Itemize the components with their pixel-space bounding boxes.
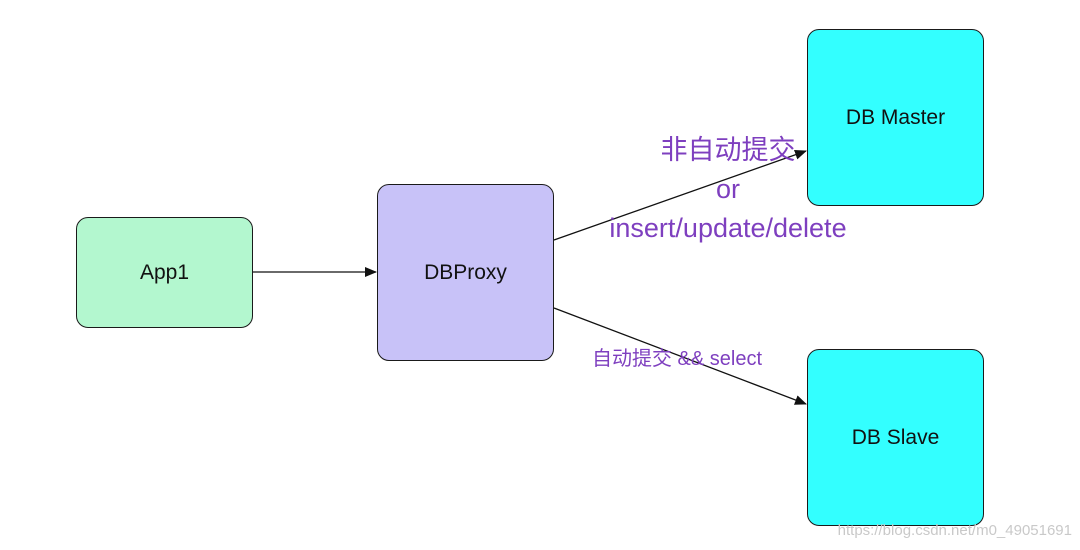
node-db-slave: DB Slave <box>807 349 984 526</box>
node-dbproxy: DBProxy <box>377 184 554 361</box>
node-db-slave-label: DB Slave <box>851 425 940 449</box>
node-db-master-label: DB Master <box>845 105 946 129</box>
watermark-text: https://blog.csdn.net/m0_49051691 <box>837 522 1072 539</box>
edge-proxy-to-slave <box>553 307 807 405</box>
edge-label-to-master-line1: 非自动提交 <box>660 135 796 165</box>
node-app1: App1 <box>76 217 253 328</box>
edge-label-to-master: 非自动提交 or insert/update/delete <box>578 131 878 248</box>
edge-proxy-to-master <box>553 149 807 241</box>
node-db-master: DB Master <box>807 29 984 206</box>
edge-label-to-master-line2: or <box>715 174 740 204</box>
edge-label-to-master-line3: insert/update/delete <box>609 213 847 243</box>
node-dbproxy-label: DBProxy <box>424 260 507 284</box>
node-app1-label: App1 <box>139 260 190 284</box>
edge-label-to-slave: 自动提交 && select <box>592 348 763 370</box>
